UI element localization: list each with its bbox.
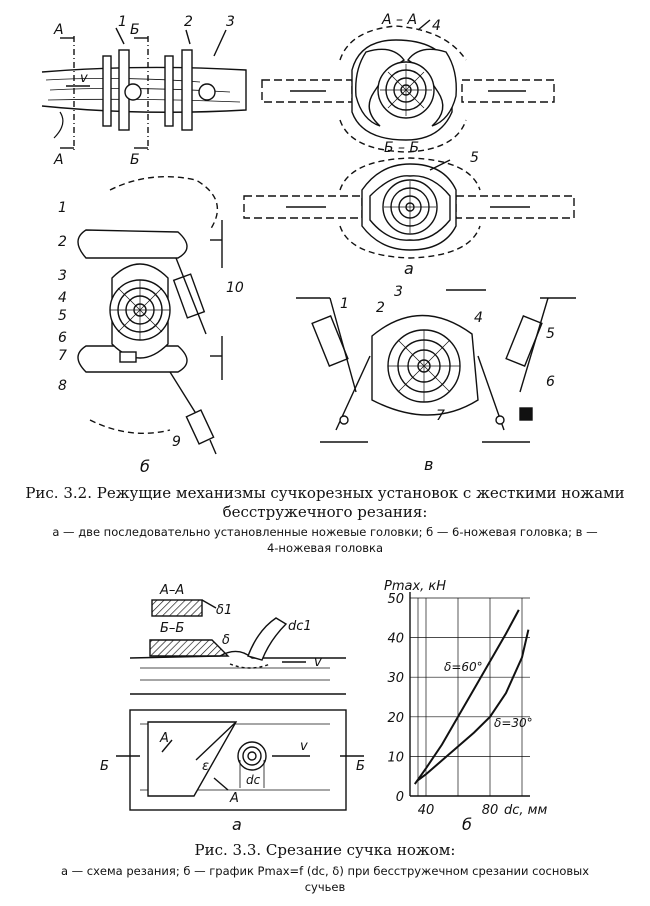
fig33-caption-title: Рис. 3.3. Срезание сучка ножом: <box>194 841 456 859</box>
scheme-aa-label: А–А <box>159 583 184 598</box>
panel-b-num-10: 10 <box>226 280 244 296</box>
label-a-bottom: А <box>53 152 64 168</box>
fig33-scheme-drawing <box>116 599 364 811</box>
x-tick-label-0: 40 <box>418 803 435 818</box>
panel-b-num-7: 7 <box>58 348 67 364</box>
scheme-delta1: δ1 <box>216 603 232 618</box>
series-line-1 <box>417 629 530 781</box>
x-axis-label: dc, мм <box>504 803 547 818</box>
y-tick-label-0: 0 <box>396 790 404 805</box>
pmax-chart: 0 10 20 30 40 50 40 80 Pmax, кН dc, мм δ=60° δ=30° <box>384 579 547 818</box>
section-aa-drawing <box>261 19 555 153</box>
panel-label-b: б <box>140 457 150 476</box>
scheme-dc: dc <box>246 773 261 787</box>
fig32-caption: Рис. 3.2. Режущие механизмы сучкорезных … <box>22 484 628 522</box>
panel-v-num-4: 4 <box>474 310 483 326</box>
panel-b-num-1: 1 <box>58 200 67 216</box>
y-tick-label-5: 50 <box>387 592 404 607</box>
fig33-caption-sub: а — схема резания; б — график Pmax=f (dc… <box>18 863 632 895</box>
section-bb-drawing <box>243 157 575 259</box>
scheme-epsilon: ε <box>202 759 209 774</box>
panel-v-num-1: 1 <box>340 296 349 312</box>
panel-b-num-5: 5 <box>58 308 67 324</box>
panel-b-num-6: 6 <box>58 330 67 346</box>
panel-v-num-2: 2 <box>376 300 385 316</box>
label-a-top: А <box>53 22 64 38</box>
series-label-1: δ=30° <box>494 716 533 730</box>
scheme-a-top: А <box>159 731 169 746</box>
panel-label-a-fig33: а <box>232 815 242 834</box>
panel-b-num-2: 2 <box>58 234 67 250</box>
y-tick-label-3: 30 <box>387 671 404 686</box>
panel-label-v: в <box>424 455 433 474</box>
y-tick-label-1: 10 <box>387 750 404 765</box>
x-tick-label-1: 80 <box>482 803 499 818</box>
panel-v-num-6: 6 <box>546 374 555 390</box>
num-3: 3 <box>226 14 235 30</box>
num-5-bb: 5 <box>470 150 479 166</box>
panel-label-a: а <box>404 259 414 278</box>
fig32-panel-v-drawing <box>296 289 576 443</box>
fig32-caption-title-2: бесстружечного резания: <box>222 503 428 521</box>
y-tick-label-4: 40 <box>387 632 404 647</box>
scheme-v-bottom: v <box>300 739 308 754</box>
section-bb-title: Б – Б <box>384 140 419 156</box>
scheme-b-right: Б <box>356 759 365 774</box>
panel-b-num-3: 3 <box>58 268 67 284</box>
section-aa-title: А – А <box>381 12 417 28</box>
fig32-caption-sub: а — две последовательно установленные но… <box>22 524 628 556</box>
fig32-caption-sub-2: 4-ножевая головка <box>266 541 384 555</box>
scheme-a-bottom: А <box>229 791 239 806</box>
panel-b-num-4: 4 <box>58 290 67 306</box>
panel-v-num-3: 3 <box>394 284 403 300</box>
series-line-0 <box>413 609 520 785</box>
label-b-bottom: Б <box>130 152 140 168</box>
series-label-0: δ=60° <box>444 660 483 674</box>
velocity-label: v <box>80 71 88 86</box>
num-2: 2 <box>184 14 193 30</box>
panel-b-num-9: 9 <box>172 434 181 450</box>
panel-b-num-8: 8 <box>58 378 67 394</box>
panel-v-num-5: 5 <box>546 326 555 342</box>
fig33-caption-sub-2: сучьев <box>304 880 346 894</box>
fig33-caption-sub-1: а — схема резания; б — график Pmax=f (dc… <box>60 864 590 878</box>
num-4-aa: 4 <box>432 18 441 34</box>
y-axis-label: Pmax, кН <box>384 579 446 594</box>
panel-label-b-fig33: б <box>462 815 472 834</box>
fig32-caption-sub-1: а — две последовательно установленные но… <box>52 525 598 539</box>
label-b-top: Б <box>130 22 140 38</box>
scheme-v-top: v <box>314 655 322 670</box>
scheme-delta: δ <box>222 633 230 648</box>
scheme-b-left: Б <box>100 759 109 774</box>
scheme-bb-label: Б–Б <box>160 621 184 636</box>
scheme-dc1: dc1 <box>288 619 312 634</box>
fig32-panel-b-drawing <box>77 176 223 455</box>
panel-v-num-7: 7 <box>436 408 445 424</box>
y-tick-label-2: 20 <box>387 711 404 726</box>
num-1: 1 <box>118 14 127 30</box>
fig32-caption-title: Рис. 3.2. Режущие механизмы сучкорезных … <box>25 484 625 502</box>
fig32-panel-a-log <box>41 27 247 150</box>
